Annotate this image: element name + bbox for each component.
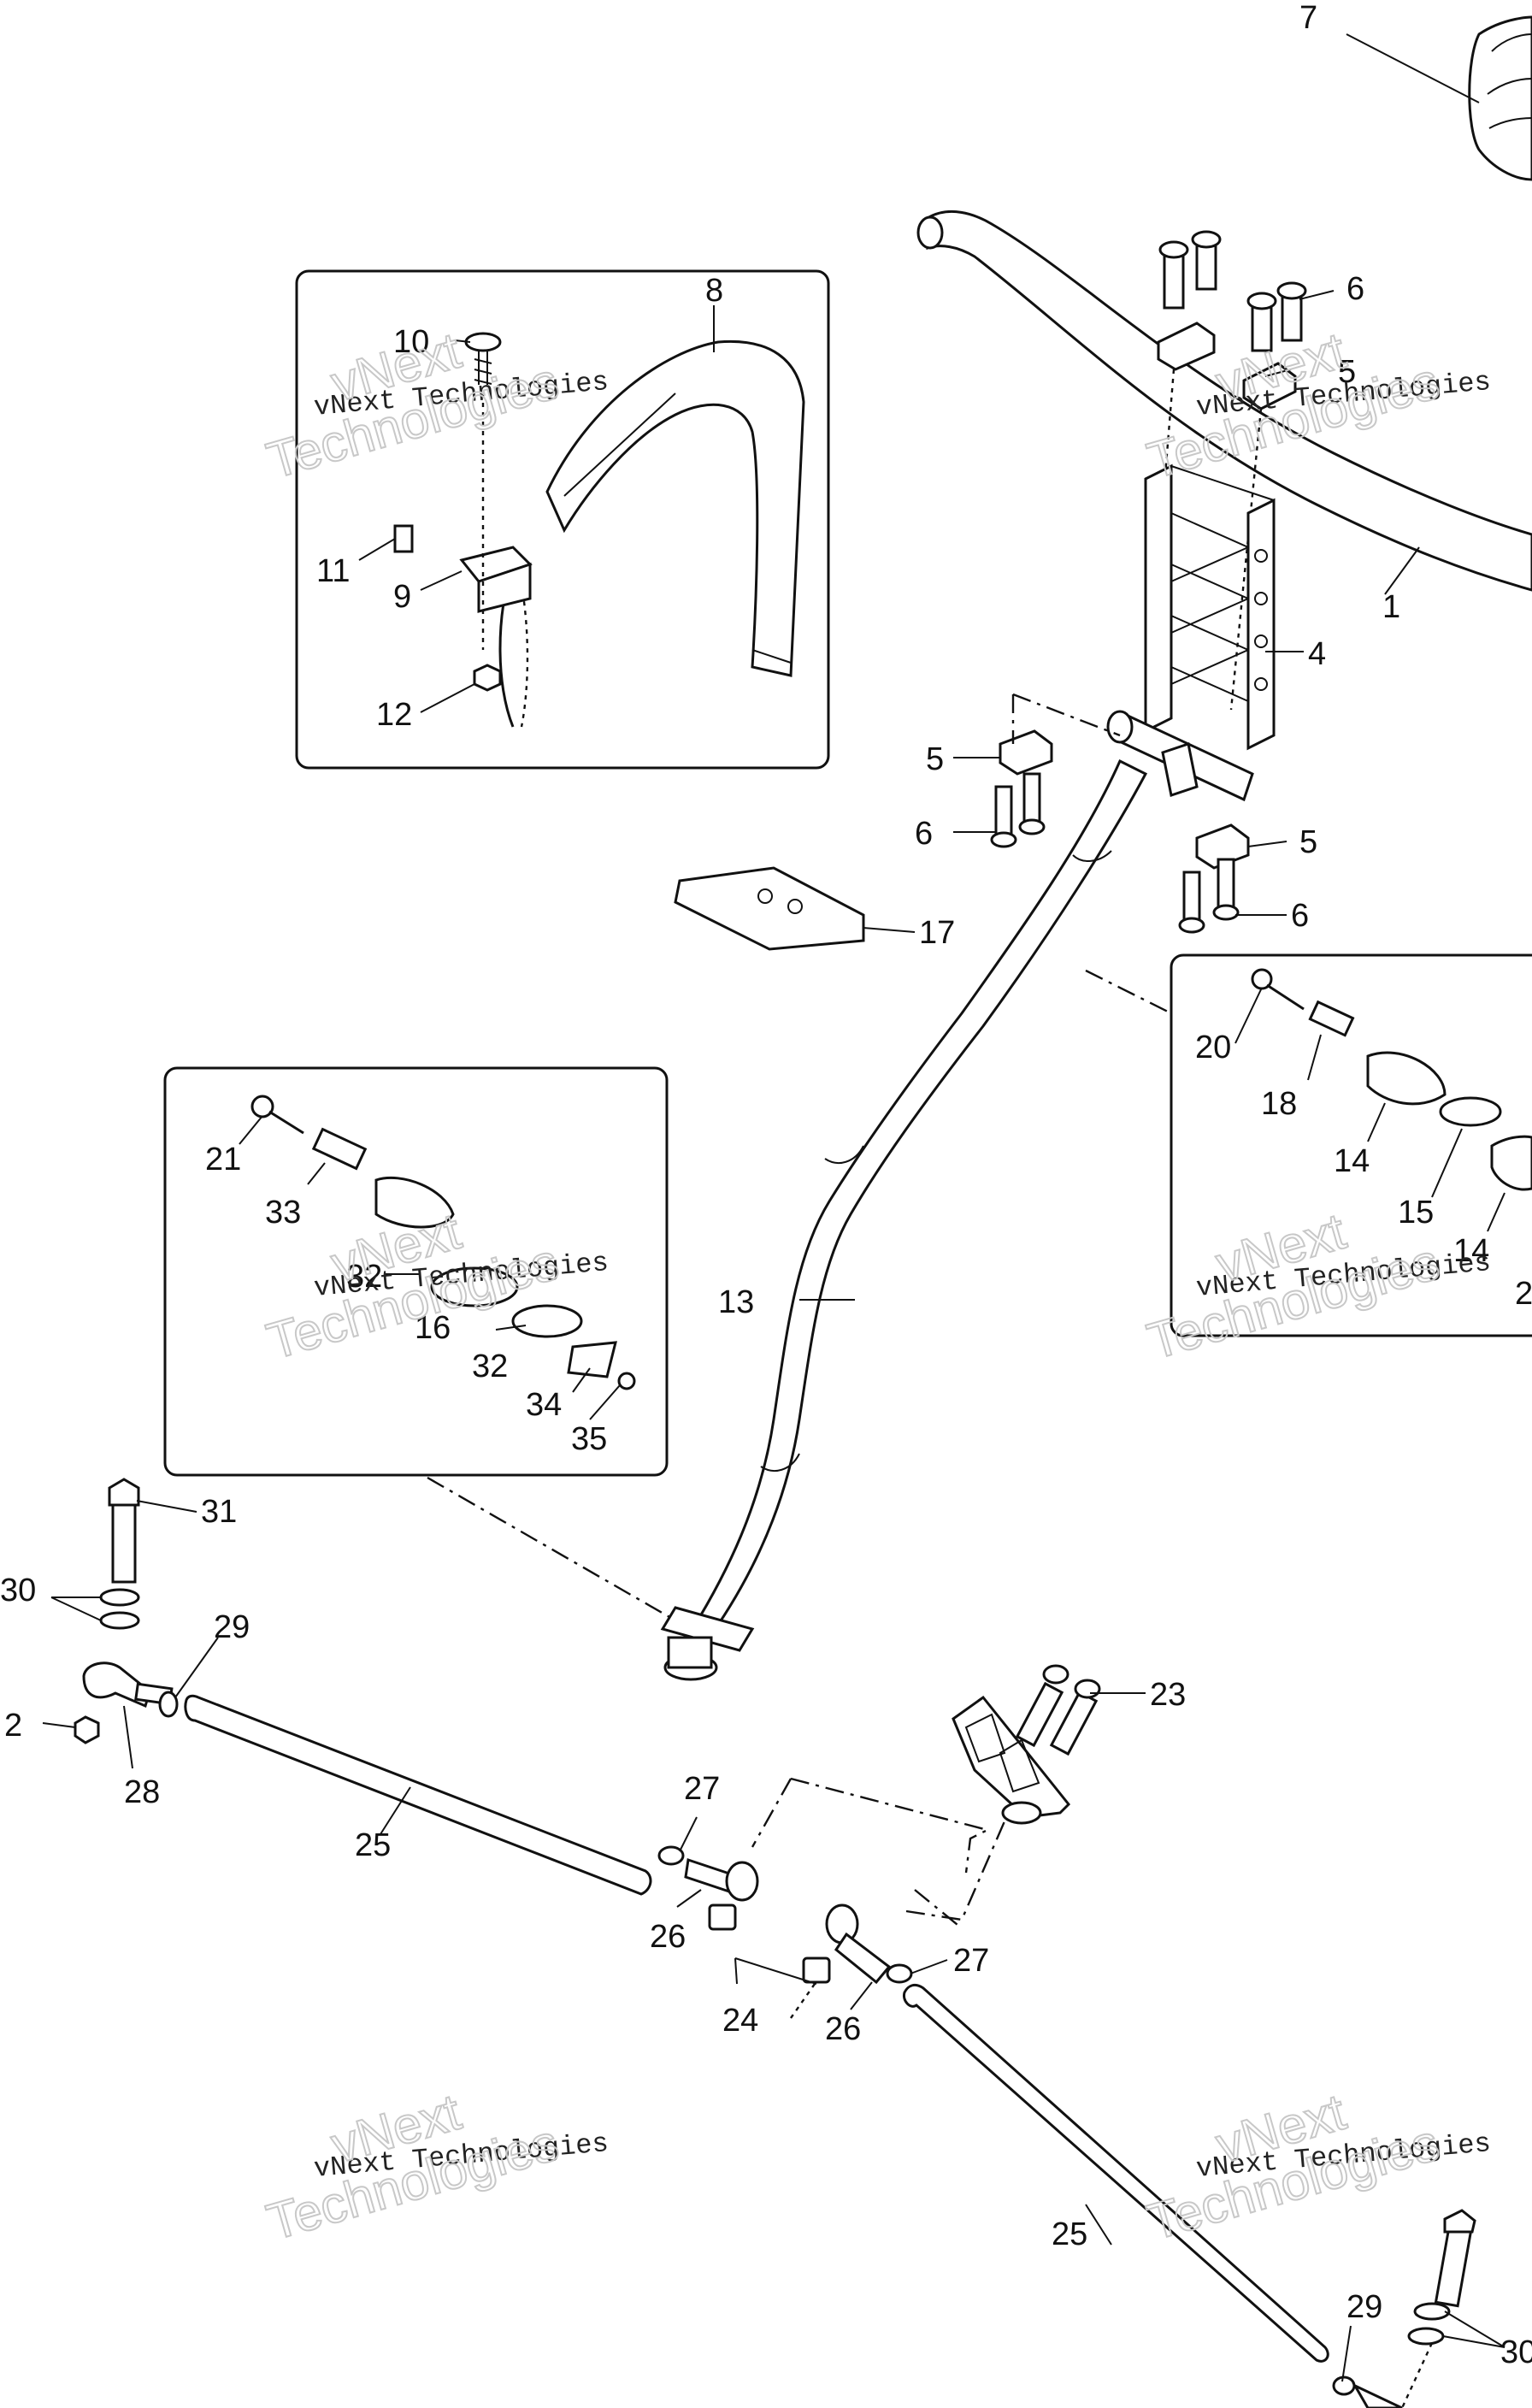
callout-6: 6 <box>915 816 933 852</box>
callout-26: 26 <box>825 2011 861 2047</box>
callout-30: 30 <box>0 1573 36 1608</box>
callout-24: 24 <box>722 2003 758 2039</box>
callout-23: 23 <box>1150 1677 1186 1713</box>
callout-10: 10 <box>393 324 429 360</box>
inset-box-b <box>163 1066 669 1477</box>
tie-rod-left <box>74 1478 831 1984</box>
inset-a-parts <box>393 332 805 728</box>
callout-2: 2 <box>1515 1276 1532 1312</box>
callout-20: 20 <box>1195 1030 1231 1065</box>
column-top-tube <box>1106 710 1254 802</box>
callout-15: 15 <box>1398 1195 1434 1231</box>
inset-box-c <box>1170 953 1532 1337</box>
steering-column <box>660 758 1148 1681</box>
callout-8: 8 <box>705 273 723 309</box>
callout-14: 14 <box>1334 1143 1370 1179</box>
callout-2: 2 <box>4 1708 22 1744</box>
console-part <box>1468 15 1532 181</box>
callout-5: 5 <box>926 741 944 777</box>
tie-rod-right <box>825 1903 1476 2408</box>
callout-7: 7 <box>1299 0 1317 36</box>
inset-c-parts <box>1251 968 1532 1191</box>
callout-29: 29 <box>1346 2289 1382 2325</box>
callout-31: 31 <box>201 1494 237 1530</box>
callout-32: 32 <box>346 1259 382 1295</box>
callout-13: 13 <box>718 1284 754 1320</box>
callout-21: 21 <box>205 1142 241 1177</box>
callout-35: 35 <box>571 1421 607 1457</box>
callout-28: 28 <box>124 1774 160 1810</box>
top-clamps <box>1157 322 1297 410</box>
callout-17: 17 <box>919 915 955 951</box>
riser <box>1144 463 1276 751</box>
callout-26: 26 <box>650 1919 686 1955</box>
callout-32: 32 <box>472 1349 508 1384</box>
callout-27: 27 <box>953 1943 989 1979</box>
callout-6: 6 <box>1291 898 1309 934</box>
callout-5: 5 <box>1338 354 1356 390</box>
callout-9: 9 <box>393 579 411 615</box>
callout-1: 1 <box>1382 589 1400 625</box>
inset-b-parts <box>250 1095 676 1622</box>
callout-12: 12 <box>376 697 412 733</box>
leader-lines <box>42 33 1505 2382</box>
callout-33: 33 <box>265 1195 301 1231</box>
callout-14: 14 <box>1453 1233 1489 1269</box>
plate <box>674 866 865 951</box>
callout-5: 5 <box>1299 824 1317 860</box>
callout-11: 11 <box>316 553 350 589</box>
mid-clamps <box>990 729 1250 934</box>
pitman-bracket <box>952 1664 1101 1825</box>
callout-4: 4 <box>1308 636 1326 672</box>
callout-16: 16 <box>415 1310 451 1346</box>
callout-25: 25 <box>1052 2216 1087 2252</box>
callout-27: 27 <box>684 1771 720 1807</box>
callout-34: 34 <box>526 1387 562 1423</box>
callout-29: 29 <box>214 1609 250 1645</box>
top-bolts <box>1158 230 1307 352</box>
callout-30: 30 <box>1500 2334 1532 2370</box>
handlebar <box>916 210 1532 592</box>
callout-25: 25 <box>355 1827 391 1863</box>
inset-box-a <box>295 269 830 770</box>
callout-18: 18 <box>1261 1086 1297 1122</box>
callout-6: 6 <box>1346 271 1364 307</box>
